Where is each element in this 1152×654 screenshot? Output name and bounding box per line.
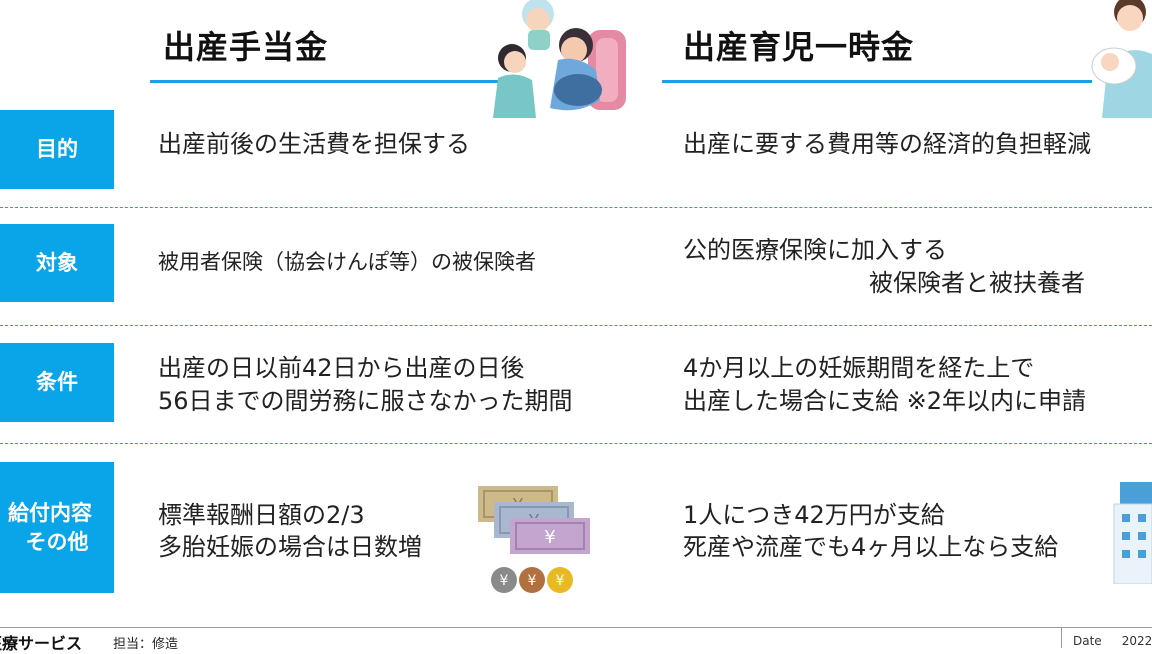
footer-company-name: 医療サービス — [0, 634, 83, 653]
row-label-purpose-text: 目的 — [36, 137, 78, 162]
svg-text:¥: ¥ — [500, 573, 509, 589]
right-column-title: 出産育児一時金 — [683, 28, 915, 66]
childbirth-illustration — [493, 0, 626, 118]
footer-person: 担当：修造 — [113, 637, 179, 652]
row-label-condition: 条件 — [0, 343, 114, 422]
row-label-benefit: 給付内容 その他 — [0, 462, 114, 593]
footer-date: Date 2022 — [1073, 634, 1152, 648]
benefit-right-line2: 死産や流産でも4ヶ月以上なら支給 — [683, 533, 1059, 561]
target-left-text: 被用者保険（協会けんぽ等）の被保険者 — [158, 250, 536, 274]
purpose-left-text: 出産前後の生活費を担保する — [158, 130, 470, 158]
target-right-line2: 被保険者と被扶養者 — [869, 269, 1085, 297]
benefit-left-line2: 多胎妊娠の場合は日数増 — [158, 533, 422, 561]
row-label-target: 対象 — [0, 224, 114, 302]
svg-text:¥: ¥ — [528, 573, 537, 589]
footer-date-label: Date — [1073, 634, 1102, 648]
footer-divider — [0, 627, 1152, 628]
right-title-underline — [662, 80, 1092, 83]
hospital-building-illustration — [1113, 482, 1152, 584]
footer-date-value: 2022 — [1121, 634, 1152, 648]
row-label-purpose: 目的 — [0, 110, 114, 189]
target-right-line1: 公的医療保険に加入する — [683, 236, 947, 264]
nurse-with-baby-illustration — [1091, 0, 1152, 118]
row-label-target-text: 対象 — [36, 250, 78, 275]
condition-right-line1: 4か月以上の妊娠期間を経た上で — [683, 354, 1035, 382]
left-title-underline — [150, 80, 520, 83]
benefit-right-line1: 1人につき42万円が支給 — [683, 501, 945, 529]
row-label-benefit-line2: その他 — [25, 529, 89, 554]
row-divider — [0, 443, 1152, 444]
benefit-left-line1: 標準報酬日額の2/3 — [158, 501, 365, 529]
footer-vertical-divider — [1061, 627, 1062, 648]
purpose-right-text: 出産に要する費用等の経済的負担軽減 — [683, 130, 1091, 158]
row-label-condition-text: 条件 — [36, 370, 78, 395]
row-divider — [0, 325, 1152, 326]
row-divider — [0, 207, 1152, 208]
condition-right-line2: 出産した場合に支給 ※2年以内に申請 — [683, 387, 1087, 415]
svg-text:¥: ¥ — [544, 527, 555, 548]
condition-left-line1: 出産の日以前42日から出産の日後 — [158, 354, 525, 382]
money-bills-coins-illustration: ¥ ¥ ¥ ¥ ¥ ¥ — [478, 486, 590, 593]
row-label-benefit-line1: 給付内容 — [8, 501, 92, 526]
svg-text:¥: ¥ — [556, 573, 565, 589]
left-column-title: 出産手当金 — [163, 28, 329, 66]
condition-left-line2: 56日までの間労務に服さなかった期間 — [158, 387, 573, 415]
